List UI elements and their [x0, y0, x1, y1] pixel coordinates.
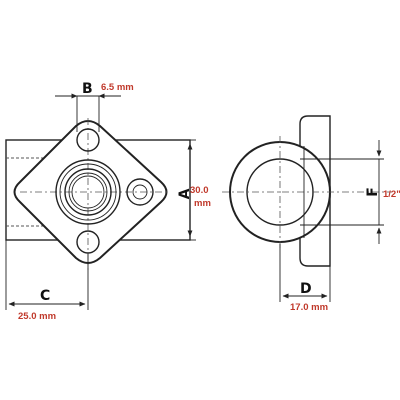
dimension-c-value: 25.0 mm	[18, 311, 56, 322]
dimension-a: A 30.0 mm	[177, 139, 211, 241]
dimension-a-value-number: 30.0	[190, 185, 209, 196]
side-view	[222, 115, 392, 267]
dimension-a-value: 30.0 mm	[190, 185, 211, 209]
dimension-d-value: 17.0 mm	[290, 302, 328, 313]
dimension-f-letter: F	[365, 187, 381, 197]
dimension-b-letter: B	[82, 81, 93, 97]
dimension-c: C 25.0 mm	[5, 240, 89, 322]
dimension-a-letter: A	[177, 188, 193, 199]
dimension-b: B 6.5 mm	[55, 81, 134, 132]
dimension-f: F 1/2"	[300, 140, 400, 244]
port-outer-ring	[55, 159, 121, 225]
front-view	[5, 118, 191, 270]
dimension-b-value: 6.5 mm	[101, 82, 134, 93]
dimension-c-letter: C	[40, 288, 50, 304]
dimension-d: D 17.0 mm	[279, 244, 331, 313]
bottom-bolt-hole	[76, 230, 100, 254]
port-bore	[71, 175, 105, 209]
dimension-f-value: 1/2"	[383, 189, 400, 200]
side-boss	[126, 178, 154, 206]
dimension-d-letter: D	[300, 281, 312, 297]
dimension-a-value-unit: mm	[194, 198, 211, 209]
top-bolt-hole	[76, 128, 100, 152]
